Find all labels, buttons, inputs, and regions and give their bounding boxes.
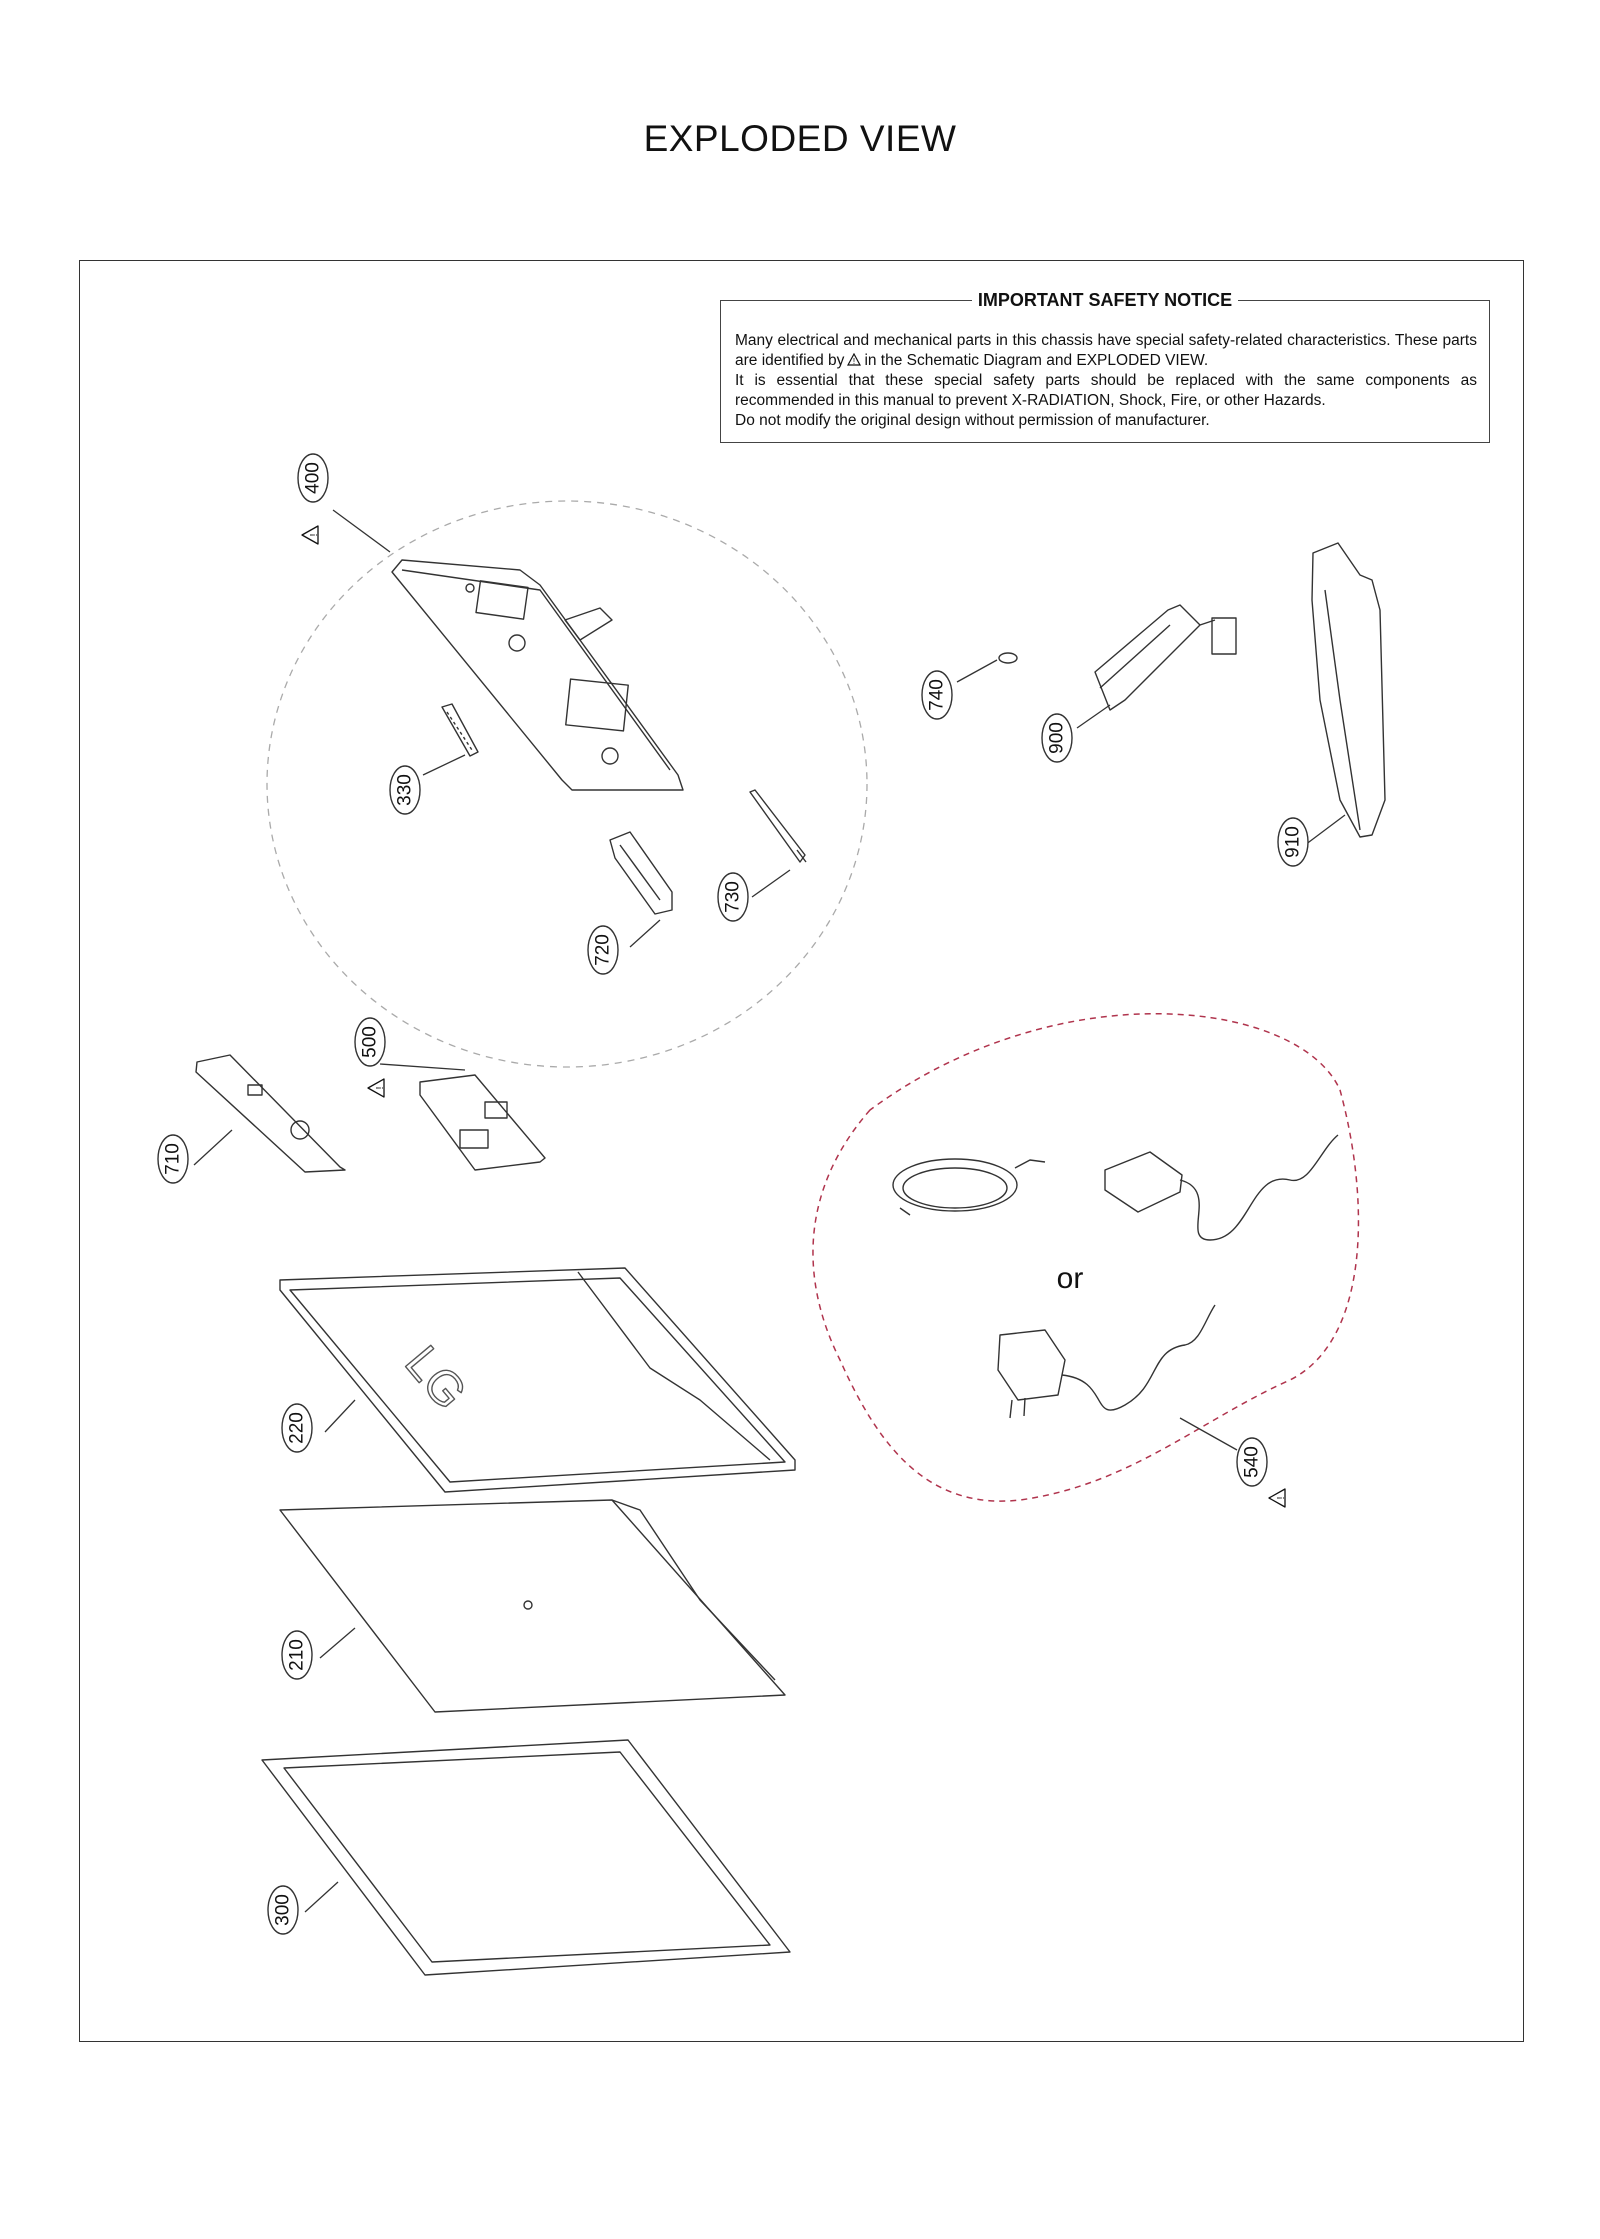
svg-text:!: ! — [375, 1087, 386, 1090]
part-330-drawing — [441, 703, 479, 757]
leader-lines — [193, 509, 1346, 1913]
part-220-drawing: LG — [279, 1267, 796, 1493]
part-number-label: 540 — [1242, 1446, 1263, 1478]
part-callout-oval — [717, 872, 749, 922]
part-300-drawing — [261, 1739, 791, 1976]
svg-text:LG: LG — [395, 1336, 477, 1419]
part-number-label: 500 — [360, 1026, 381, 1058]
svg-text:!: ! — [309, 534, 320, 537]
part-callout-210: 210 — [281, 1630, 313, 1680]
part-callout-300: 300 — [267, 1885, 299, 1935]
part-910-drawing — [1311, 542, 1386, 838]
part-number-label: 220 — [287, 1412, 308, 1444]
part-callout-oval — [587, 925, 619, 975]
part-210-drawing — [279, 1499, 786, 1713]
notice-text-3: Do not modify the original design withou… — [735, 412, 1210, 429]
part-number-label: 730 — [723, 881, 744, 913]
part-730-drawing — [749, 789, 807, 863]
part-900-drawing — [1094, 604, 1237, 711]
part-500-drawing — [419, 1074, 546, 1171]
part-number-label: 740 — [927, 679, 948, 711]
stand-base-drawing — [391, 559, 684, 791]
part-callout-710: 710 — [157, 1134, 189, 1184]
part-720-drawing — [609, 831, 673, 915]
part-number-label: 710 — [163, 1143, 184, 1175]
part-number-label: 720 — [593, 934, 614, 966]
part-number-label: 900 — [1047, 722, 1068, 754]
part-label-layer: 400! 330 720 730 740 900 910 500! 710 220 210 300 54… — [157, 453, 1309, 1935]
part-callout-oval — [297, 453, 329, 503]
part-number-label: 330 — [395, 774, 416, 806]
part-callout-500: 500 — [354, 1017, 386, 1067]
part-callout-oval — [1041, 713, 1073, 763]
safety-notice-body: Many electrical and mechanical parts in … — [735, 331, 1477, 431]
part-callout-oval — [267, 1885, 299, 1935]
part-callout-540: 540 — [1236, 1437, 1268, 1487]
part-callout-740: 740 — [921, 670, 953, 720]
warning-triangle-icon: ! — [1268, 1488, 1287, 1508]
part-540-drawing — [892, 1134, 1339, 1419]
notice-text-2: It is essential that these special safet… — [735, 372, 1477, 409]
part-number-label: 300 — [273, 1894, 294, 1926]
part-callout-730: 730 — [717, 872, 749, 922]
part-740-drawing — [998, 652, 1018, 664]
warning-triangle-icon: ! — [847, 353, 862, 366]
adapter-group-outline — [812, 1012, 1360, 1502]
safety-notice-box: IMPORTANT SAFETY NOTICE Many electrical … — [720, 290, 1490, 443]
part-number-label: 210 — [287, 1639, 308, 1671]
part-callout-220: 220 — [281, 1403, 313, 1453]
safety-notice-title: IMPORTANT SAFETY NOTICE — [971, 290, 1239, 310]
part-callout-900: 900 — [1041, 713, 1073, 763]
svg-text:!: ! — [1276, 1497, 1287, 1500]
notice-text-1b: in the Schematic Diagram and EXPLODED VI… — [864, 352, 1209, 369]
part-callout-720: 720 — [587, 925, 619, 975]
part-callout-oval — [1236, 1437, 1268, 1487]
part-callout-910: 910 — [1277, 817, 1309, 867]
part-710-drawing — [195, 1054, 346, 1173]
part-callout-oval — [1277, 817, 1309, 867]
part-callout-oval — [157, 1134, 189, 1184]
svg-text:!: ! — [853, 357, 855, 366]
part-callout-330: 330 — [389, 765, 421, 815]
stand-group-outline — [266, 500, 868, 1068]
part-number-label: 910 — [1283, 826, 1304, 858]
part-callout-400: 400 — [297, 453, 329, 503]
page-title: EXPLODED VIEW — [643, 118, 957, 159]
warning-triangle-icon: ! — [367, 1078, 386, 1098]
part-callout-oval — [389, 765, 421, 815]
part-callout-oval — [354, 1017, 386, 1067]
part-callout-oval — [921, 670, 953, 720]
warning-triangle-icon: ! — [301, 525, 320, 545]
notice-text-1: Many electrical and mechanical parts in … — [735, 332, 1477, 369]
part-callout-oval — [281, 1403, 313, 1453]
part-callout-oval — [281, 1630, 313, 1680]
part-number-label: 400 — [303, 462, 324, 494]
diagram-frame — [79, 260, 1524, 2042]
alternative-or-label: or — [1057, 1262, 1084, 1295]
